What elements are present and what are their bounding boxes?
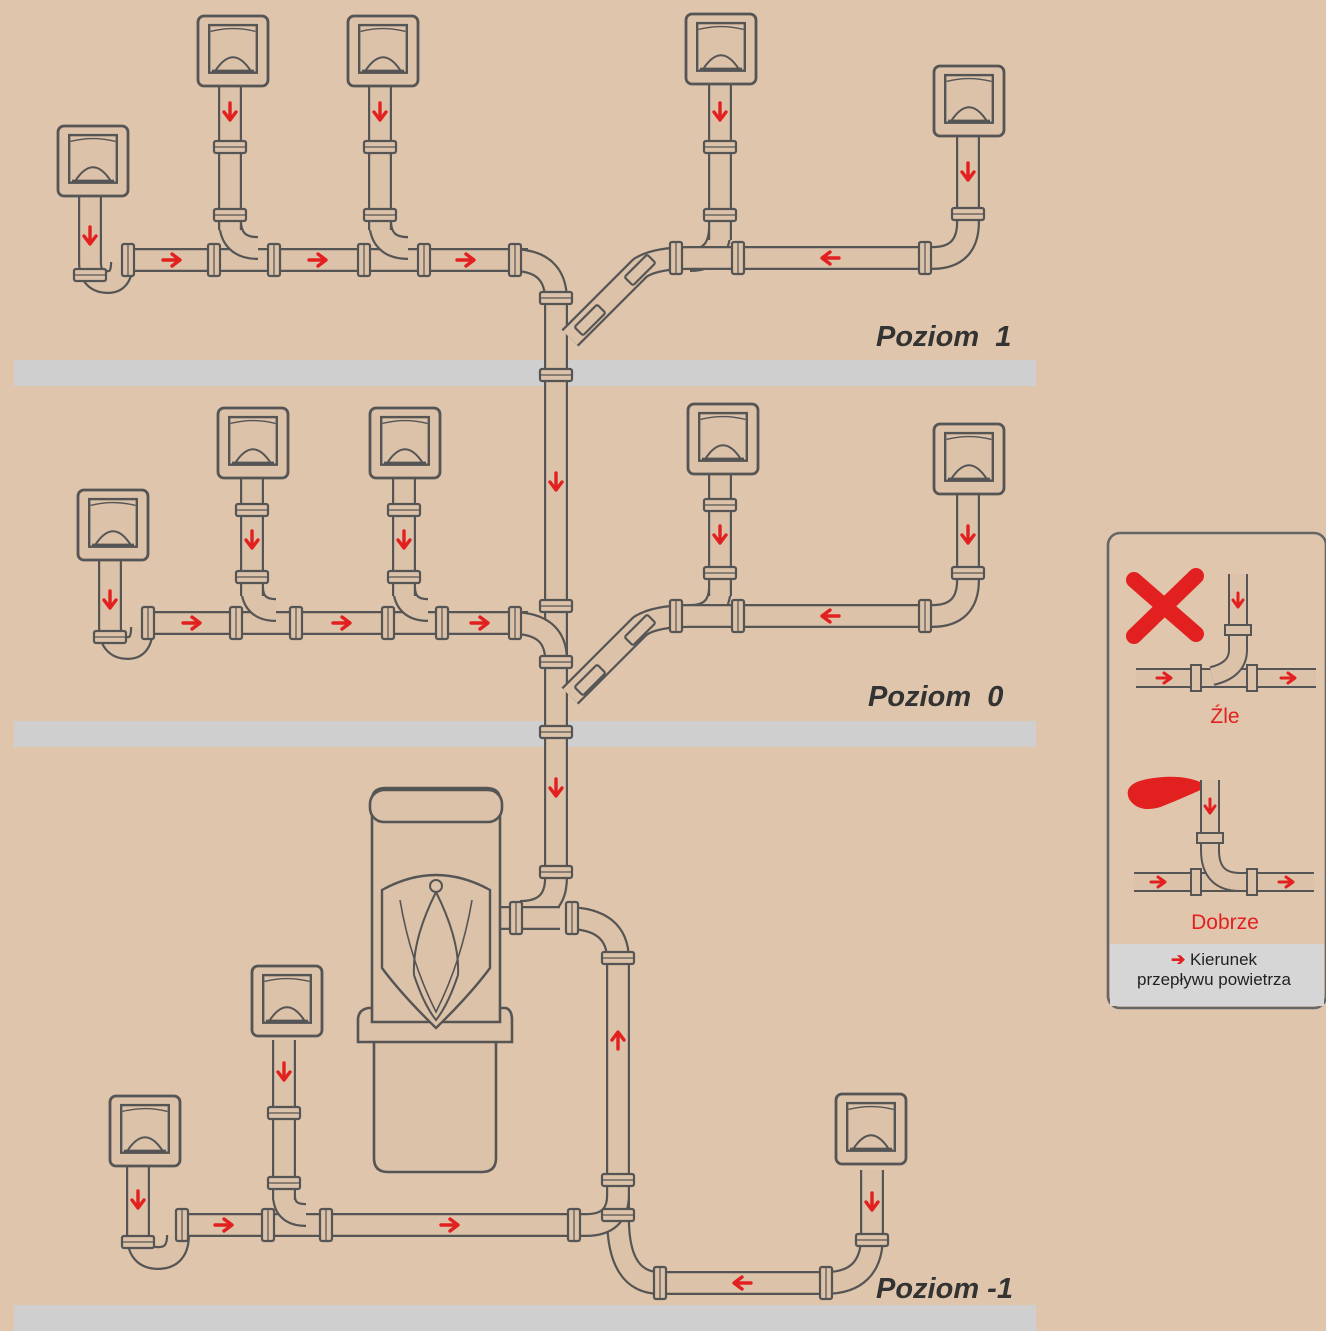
flow-arrow-icon: [222, 101, 238, 122]
pipe-coupling-angled: [574, 664, 606, 696]
floors-layer: [14, 360, 1036, 1331]
wall-inlet-icon: [250, 964, 324, 1038]
wall-inlet-icon: [216, 406, 290, 480]
legend-pipe-inner: [1202, 780, 1241, 890]
level-minus-1-label: Poziom -1: [876, 1273, 1013, 1305]
floor-slab-level-minus-1: [14, 1305, 1036, 1331]
wall-inlet-icon: [368, 406, 442, 480]
legend-frame: [1106, 531, 1326, 1010]
legend-flow-arrow-icon: [1203, 797, 1217, 815]
flow-arrow-icon: [960, 524, 976, 545]
flow-arrow-icon: [213, 1217, 234, 1233]
flow-arrow-icon: [439, 1217, 460, 1233]
legend-flow-arrow-icon: [1155, 671, 1173, 685]
wall-inlet-icon: [346, 14, 420, 88]
wall-inlet-icon: [108, 1094, 182, 1168]
flow-arrow-icon: [864, 1191, 880, 1212]
floor-slab-level-0: [14, 721, 1036, 747]
flow-arrow-icon: [181, 615, 202, 631]
floor-slab-level-1: [14, 360, 1036, 386]
legend-arrow-meaning-line2: przepływu powietrza: [1136, 970, 1291, 989]
legend-pipe-inner: [1209, 574, 1246, 684]
flow-arrow-icon: [276, 1061, 292, 1082]
legend-coupling: [1224, 624, 1252, 636]
red-arrow-icon: ➔: [1170, 950, 1186, 969]
drop-inlet-0-5-inner: [931, 490, 978, 626]
wall-inlet-icon: [686, 402, 760, 476]
wall-inlet-icon: [196, 14, 270, 88]
legend-coupling: [1196, 832, 1224, 844]
wall-inlet-icon: [684, 12, 758, 86]
red-x-icon: [1126, 568, 1204, 644]
pipe-coupling-angled: [574, 304, 606, 336]
flow-arrow-icon: [307, 252, 328, 268]
flow-arrow-icon: [130, 1189, 146, 1210]
flow-arrow-icon: [610, 1030, 626, 1051]
wall-inlet-icon: [932, 64, 1006, 138]
wall-inlet-icon: [76, 488, 150, 562]
legend-coupling: [1246, 868, 1258, 896]
pipe-coupling-angled: [624, 254, 656, 286]
legend-arrow-meaning: ➔ Kierunek przepływu powietrza: [1110, 950, 1318, 990]
legend-coupling: [1190, 664, 1202, 692]
level-0-label: Poziom 0: [868, 681, 1004, 713]
legend-flow-arrow-icon: [1149, 875, 1167, 889]
flow-arrow-icon: [161, 252, 182, 268]
legend-wrong-label: Źle: [1210, 705, 1240, 728]
flow-arrow-icon: [548, 777, 564, 798]
flow-arrow-icon: [548, 471, 564, 492]
wall-inlet-icon: [932, 422, 1006, 496]
flow-arrow-icon: [102, 589, 118, 610]
legend-box: [1106, 531, 1326, 1010]
flow-arrow-icon: [820, 250, 841, 266]
legend-arrow-meaning-line1: Kierunek: [1189, 950, 1258, 969]
wall-inlet-icon: [56, 124, 130, 198]
flow-arrow-icon: [372, 101, 388, 122]
legend-layer: [1106, 531, 1326, 1010]
central-vacuum-unit-icon: [356, 786, 514, 1174]
legend-coupling: [1246, 664, 1258, 692]
flow-arrow-icon: [820, 608, 841, 624]
level-1-label: Poziom 1: [876, 321, 1012, 353]
legend-flow-arrow-icon: [1279, 671, 1297, 685]
pipe-coupling-angled: [624, 614, 656, 646]
legend-coupling: [1190, 868, 1202, 896]
flow-arrow-icon: [331, 615, 352, 631]
arrows-layer: [82, 101, 976, 1291]
flow-arrow-icon: [712, 524, 728, 545]
flow-arrow-icon: [712, 101, 728, 122]
flow-arrow-icon: [244, 529, 260, 550]
riser-to-unit-inner: [519, 760, 566, 922]
flow-arrow-icon: [396, 529, 412, 550]
legend-flow-arrow-icon: [1231, 591, 1245, 609]
wall-inlet-icon: [834, 1092, 908, 1166]
drop-inlet-1-5-inner: [931, 130, 978, 268]
legend-right-label: Dobrze: [1191, 911, 1259, 934]
flow-arrow-icon: [960, 161, 976, 182]
details-layer: [56, 12, 1006, 1174]
joints-layer: [72, 139, 986, 1301]
flow-arrow-icon: [455, 252, 476, 268]
legend-footer: [1110, 944, 1324, 1006]
flow-arrow-icon: [82, 225, 98, 246]
riser-main-inner: [511, 250, 566, 760]
flow-arrow-icon: [469, 615, 490, 631]
flow-arrow-icon: [732, 1275, 753, 1291]
legend-flow-arrow-icon: [1277, 875, 1295, 889]
